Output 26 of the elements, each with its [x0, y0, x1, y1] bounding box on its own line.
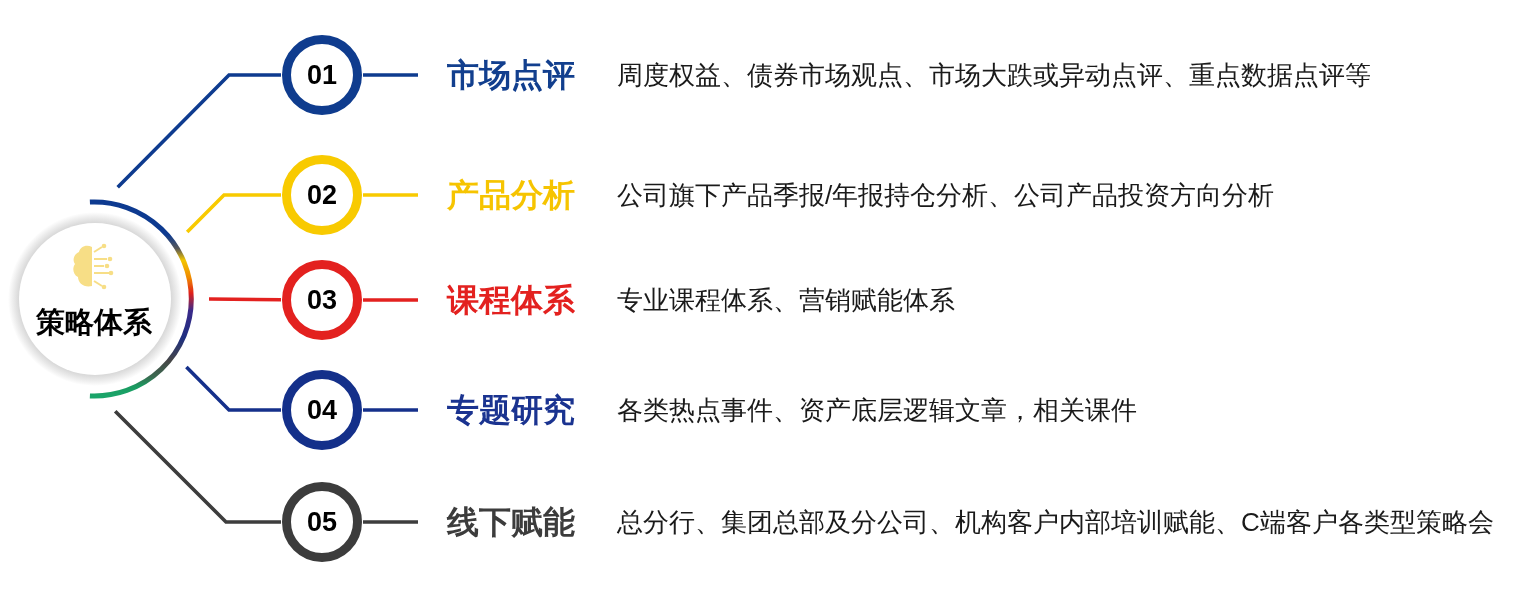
heading-text: 产品分析: [447, 175, 575, 215]
number-circle: 05: [282, 482, 362, 562]
description-text: 总分行、集团总部及分公司、机构客户内部培训赋能、C端客户各类型策略会: [617, 506, 1494, 539]
connector-line: [113, 409, 281, 524]
heading-text: 课程体系: [447, 280, 575, 320]
description-text: 公司旗下产品季报/年报持仓分析、公司产品投资方向分析: [617, 179, 1275, 212]
number-circle: 01: [282, 35, 362, 115]
connector-line: [116, 73, 281, 189]
connector-line: [363, 298, 418, 302]
connector-line: [363, 520, 418, 524]
connector-line: [185, 193, 281, 234]
description-text: 专业课程体系、营销赋能体系: [617, 284, 955, 317]
number-circle: 04: [282, 370, 362, 450]
number-circle: 03: [282, 260, 362, 340]
connector-line: [363, 193, 418, 197]
connector-line: [363, 408, 418, 412]
heading-text: 专题研究: [447, 390, 575, 430]
number-circle: 02: [282, 155, 362, 235]
description-text: 各类热点事件、资产底层逻辑文章，相关课件: [617, 394, 1137, 427]
heading-text: 市场点评: [447, 55, 575, 95]
hub-title: 策略体系: [36, 305, 152, 340]
description-text: 周度权益、债券市场观点、市场大跌或异动点评、重点数据点评等: [617, 59, 1371, 92]
heading-text: 线下赋能: [447, 502, 575, 542]
connector-line: [363, 73, 418, 77]
connector-line: [185, 365, 281, 412]
connector-line: [209, 297, 281, 302]
